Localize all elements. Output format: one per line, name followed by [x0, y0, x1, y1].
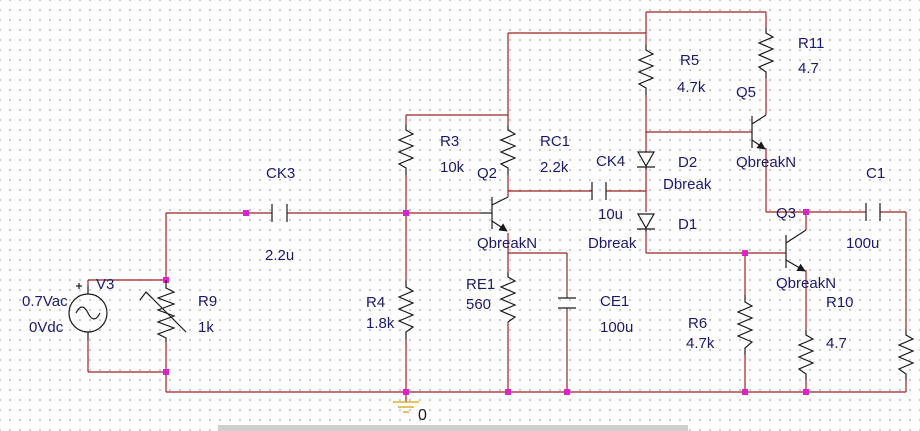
resistor-r4[interactable] — [397, 280, 415, 340]
resistor-re1[interactable] — [499, 272, 517, 323]
ck3-label: CK3 — [266, 165, 295, 182]
r3-label: R3 — [440, 133, 459, 150]
re1-label: RE1 — [466, 276, 495, 293]
r5-value: 4.7k — [677, 79, 706, 96]
diode-d1[interactable] — [636, 213, 656, 232]
d2-model: Dbreak — [663, 176, 712, 193]
ce1-value: 100u — [600, 319, 633, 336]
r10-label: R10 — [826, 294, 854, 311]
r9-value: 1k — [198, 319, 214, 336]
rc1-label: RC1 — [540, 133, 570, 150]
transistor-q2[interactable] — [480, 196, 509, 232]
d1-label: D1 — [678, 216, 697, 233]
wires — [87, 11, 907, 402]
ck4-value: 10u — [598, 206, 623, 223]
r11-value: 4.7 — [798, 60, 819, 77]
resistor-r6[interactable] — [736, 295, 754, 355]
ck3-value: 2.2u — [265, 247, 294, 264]
ce1-label: CE1 — [600, 293, 629, 310]
r6-label: R6 — [688, 315, 707, 332]
r10-value: 4.7 — [826, 335, 847, 352]
rc1-value: 2.2k — [540, 159, 569, 176]
diode-d2[interactable] — [636, 151, 656, 170]
transistor-q5[interactable] — [751, 114, 767, 150]
capacitor-ck4[interactable] — [591, 182, 607, 200]
d1-model: Dbreak — [588, 235, 637, 252]
resistor-r5[interactable] — [637, 45, 655, 95]
q3-label: Q3 — [776, 205, 796, 222]
v3-label: V3 — [96, 276, 114, 293]
potentiometer-r9[interactable] — [139, 280, 187, 342]
r4-label: R4 — [366, 294, 385, 311]
q5-model: QbreakN — [736, 154, 796, 171]
q3-model: QbreakN — [776, 275, 836, 292]
resistor-r10[interactable] — [797, 330, 815, 380]
v3-dc-value: 0Vdc — [29, 319, 64, 336]
resistor-r3[interactable] — [397, 125, 415, 175]
q2-model: QbreakN — [477, 235, 537, 252]
capacitor-ce1[interactable] — [558, 297, 576, 309]
source-v3[interactable] — [68, 283, 108, 340]
transistor-q3[interactable] — [785, 229, 807, 272]
r6-value: 4.7k — [686, 335, 715, 352]
c1-value: 100u — [846, 235, 879, 252]
r5-label: R5 — [680, 52, 699, 69]
ck4-label: CK4 — [596, 153, 625, 170]
d2-label: D2 — [678, 154, 697, 171]
r3-value: 10k — [440, 159, 465, 176]
c1-label: C1 — [866, 165, 885, 182]
resistor-r11[interactable] — [757, 28, 775, 78]
q5-label: Q5 — [736, 84, 756, 101]
r4-value: 1.8k — [366, 315, 395, 332]
labels: CK3 2.2u V3 0.7Vac 0Vdc R9 1k R4 1.8k R3… — [22, 35, 885, 424]
r9-label: R9 — [198, 293, 217, 310]
ground-label: 0 — [418, 407, 427, 424]
v3-ac-value: 0.7Vac — [22, 293, 68, 310]
q2-label: Q2 — [477, 165, 497, 182]
capacitor-ck3[interactable] — [271, 204, 288, 222]
re1-value: 560 — [466, 296, 491, 313]
capacitor-c1[interactable] — [865, 203, 881, 221]
horizontal-scrollbar[interactable] — [218, 425, 688, 431]
resistor-load[interactable] — [897, 330, 915, 380]
resistor-rc1[interactable] — [499, 125, 517, 175]
r11-label: R11 — [798, 35, 824, 52]
ground-symbol[interactable] — [393, 401, 419, 413]
